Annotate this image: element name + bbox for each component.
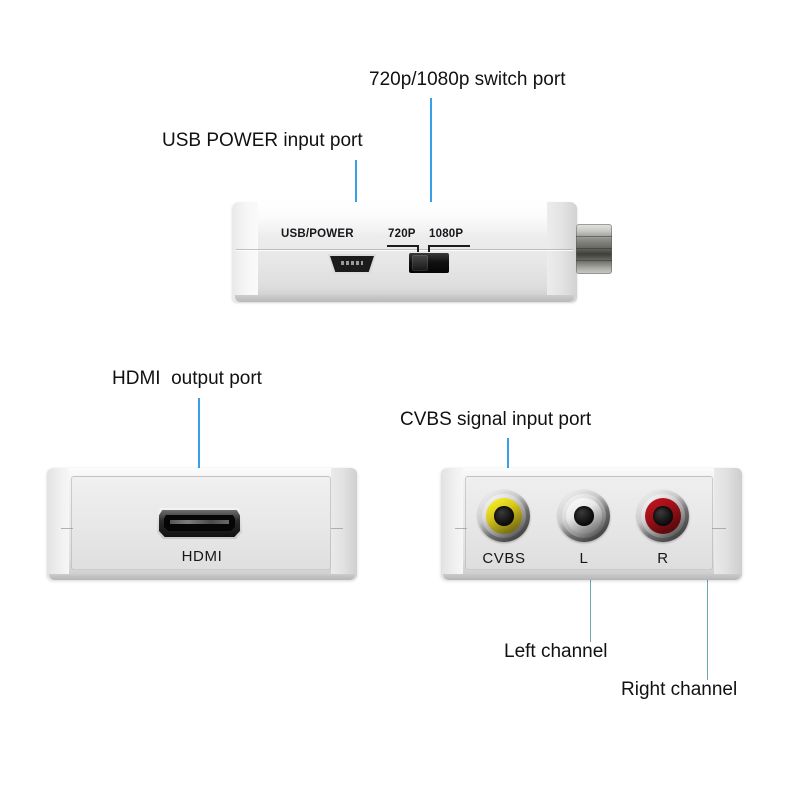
slide-switch-knob[interactable] xyxy=(412,255,428,271)
bracket-1080p-tick xyxy=(428,245,430,252)
rca-seam-left xyxy=(455,528,467,529)
bracket-720p-tick xyxy=(417,245,419,252)
rca-jack-cvbs[interactable] xyxy=(478,490,530,542)
mini-usb-port[interactable] xyxy=(328,254,376,274)
rca-cvbs-socket xyxy=(494,506,514,526)
silkscreen-usb-power: USB/POWER xyxy=(281,228,354,240)
silkscreen-l: L xyxy=(579,550,589,567)
silkscreen-cvbs: CVBS xyxy=(482,550,526,567)
device-rca-face: CVBS L R xyxy=(441,468,742,580)
silkscreen-r: R xyxy=(657,550,669,567)
hdmi-port-blade xyxy=(170,520,229,524)
hdmi-seam-right xyxy=(331,528,343,529)
barrel-ring-1 xyxy=(576,236,612,237)
device-top-face xyxy=(234,202,575,230)
barrel-ring-2 xyxy=(576,248,612,249)
barrel-ring-3 xyxy=(576,260,612,261)
rca-right-socket xyxy=(653,506,673,526)
rca-jack-right[interactable] xyxy=(637,490,689,542)
leader-line-left-channel xyxy=(590,546,591,642)
silkscreen-1080p: 1080P xyxy=(429,228,464,240)
device-bottom-lip xyxy=(235,295,574,302)
hdmi-seam-left xyxy=(61,528,73,529)
silkscreen-hdmi: HDMI xyxy=(181,548,223,565)
callout-right-channel: Right channel xyxy=(621,679,738,700)
rca-device-right-side xyxy=(714,468,742,580)
rca-device-left-side xyxy=(441,468,463,580)
callout-720p-1080p-switch-port: 720p/1080p switch port xyxy=(369,69,566,90)
hdmi-device-left-side xyxy=(47,468,69,580)
callout-left-channel: Left channel xyxy=(504,641,608,662)
hdmi-device-right-side xyxy=(331,468,357,580)
rca-left-socket xyxy=(574,506,594,526)
hdmi-face-inset-panel xyxy=(71,476,331,570)
metal-barrel-connector xyxy=(576,224,612,274)
device-side-panel: USB/POWER 720P 1080P xyxy=(232,202,612,302)
barrel-metal xyxy=(576,224,612,274)
leader-line-hdmi xyxy=(198,398,200,514)
hdmi-device-bottom-lip xyxy=(49,574,355,580)
device-left-cap xyxy=(232,202,258,302)
callout-usb-power-input-port: USB POWER input port xyxy=(162,130,363,151)
hdmi-port[interactable] xyxy=(157,508,242,539)
device-seam-highlight xyxy=(236,250,573,251)
mini-usb-pins xyxy=(341,261,363,265)
rca-jack-left[interactable] xyxy=(558,490,610,542)
device-hdmi-face: HDMI xyxy=(47,468,357,580)
leader-line-right-channel xyxy=(707,546,708,680)
bracket-1080p xyxy=(428,245,470,247)
rca-device-bottom-lip xyxy=(443,574,740,580)
callout-cvbs-signal-input-port: CVBS signal input port xyxy=(400,409,592,430)
device-right-cap xyxy=(547,202,577,302)
resolution-slide-switch[interactable] xyxy=(409,253,449,273)
device-seam xyxy=(236,249,573,250)
bracket-720p xyxy=(387,245,419,247)
silkscreen-720p: 720P xyxy=(388,228,416,240)
rca-seam-right xyxy=(712,528,726,529)
callout-hdmi-output-port: HDMI output port xyxy=(112,368,262,389)
leader-line-switch xyxy=(430,98,432,265)
